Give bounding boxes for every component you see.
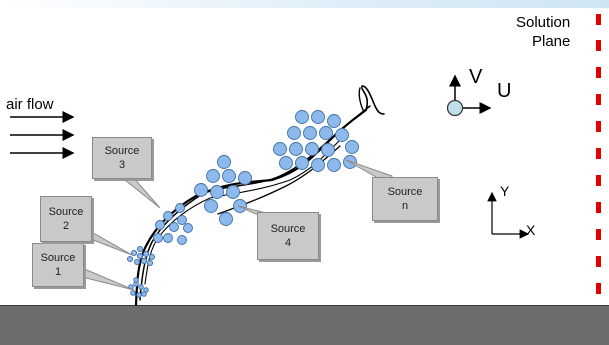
source-1-number: 1 — [54, 266, 62, 278]
source-2-number: 2 — [62, 220, 70, 232]
source-3-number: 3 — [118, 159, 126, 171]
source-2-label: Source — [48, 206, 84, 218]
source-2-callout: Source 2 — [40, 196, 92, 242]
velocity-u-label: U — [497, 80, 512, 102]
air-flow-arrows — [10, 111, 75, 159]
source-n-label: Source — [387, 186, 423, 198]
plume-strands — [134, 85, 385, 307]
source-4-callout: Source 4 — [257, 212, 319, 260]
solution-plane-label-line1: Solution — [516, 14, 571, 31]
source-1-label: Source — [40, 252, 76, 264]
callout-pointers — [81, 159, 393, 291]
source-1-callout: Source 1 — [32, 243, 84, 287]
velocity-vector-icon — [446, 74, 492, 117]
source-n-number: n — [401, 200, 409, 212]
solution-plane-label-line2: Plane — [532, 33, 571, 50]
top-gradient-band — [0, 0, 609, 8]
xy-axes-icon — [487, 191, 530, 239]
ground-surface — [0, 305, 609, 345]
air-flow-label: air flow — [6, 96, 54, 113]
source-n-callout: Source n — [372, 177, 438, 221]
source-3-label: Source — [104, 145, 140, 157]
droplet-clouds — [126, 110, 359, 298]
axis-y-label: Y — [500, 183, 510, 199]
source-4-number: 4 — [284, 237, 292, 249]
source-4-label: Source — [270, 223, 306, 235]
axis-x-label: X — [526, 222, 536, 238]
source-3-callout: Source 3 — [92, 137, 152, 179]
velocity-v-label: V — [469, 66, 483, 88]
